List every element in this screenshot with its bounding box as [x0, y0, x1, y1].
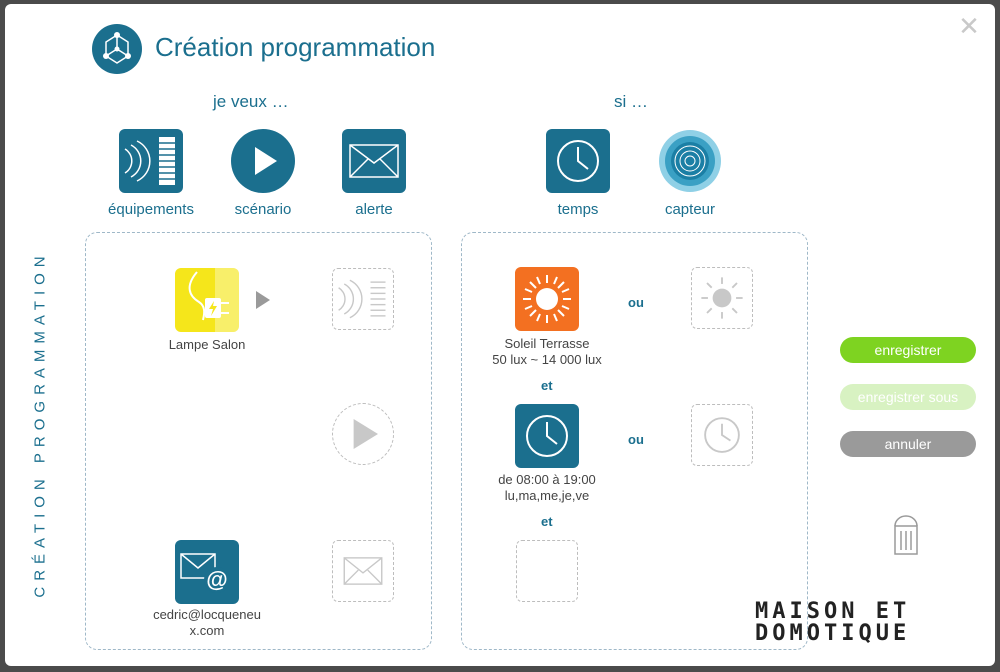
- actions-panel: Lampe Salon: [85, 232, 432, 650]
- email-at-icon[interactable]: @: [175, 540, 239, 604]
- dialog: ✕ Création programmation CRÉATION PROGRA…: [5, 4, 995, 666]
- category-label: équipements: [108, 201, 194, 218]
- sun-icon[interactable]: [515, 267, 579, 331]
- brand-logo: MAISON ET DOMOTIQUE: [755, 599, 911, 646]
- category-label: scénario: [234, 201, 292, 218]
- trash-icon[interactable]: [891, 514, 921, 556]
- save-as-button[interactable]: enregistrer sous: [840, 384, 976, 410]
- time-label: de 08:00 à 19:00 lu,ma,me,je,ve: [498, 472, 596, 503]
- dialog-title: Création programmation: [155, 32, 436, 62]
- time-placeholder[interactable]: [691, 404, 753, 466]
- category-sensor[interactable]: capteur: [635, 129, 745, 218]
- scenario-placeholder[interactable]: [332, 403, 394, 465]
- category-label: alerte: [355, 201, 393, 218]
- sensor-icon: [658, 129, 722, 193]
- alert-placeholder[interactable]: [332, 540, 394, 602]
- category-equipment[interactable]: équipements: [96, 129, 206, 218]
- clock-icon[interactable]: [515, 404, 579, 468]
- category-time[interactable]: temps: [523, 129, 633, 218]
- category-label: temps: [557, 201, 599, 218]
- category-scenario[interactable]: scénario: [208, 129, 318, 218]
- sensor-label: Soleil Terrasse 50 lux ~ 14 000 lux: [492, 336, 602, 367]
- and-label: et: [541, 514, 553, 529]
- conditions-panel: Soleil Terrasse 50 lux ~ 14 000 lux ou e…: [461, 232, 808, 650]
- vertical-label: CRÉATION PROGRAMMATION: [31, 250, 49, 598]
- equipment-icon: [119, 129, 183, 193]
- clock-icon: [546, 129, 610, 193]
- conditions-title: si …: [614, 92, 648, 111]
- equipment-label: Lampe Salon: [168, 337, 246, 352]
- category-label: capteur: [664, 201, 716, 218]
- empty-condition-placeholder[interactable]: [516, 540, 578, 602]
- close-icon[interactable]: ✕: [958, 11, 980, 41]
- actions-title: je veux …: [213, 92, 289, 111]
- arrow-right-icon: [256, 291, 270, 309]
- sensor-placeholder[interactable]: [691, 267, 753, 329]
- or-label: ou: [628, 432, 644, 447]
- svg-text:@: @: [206, 567, 227, 592]
- play-icon: [231, 129, 295, 193]
- plug-icon[interactable]: [175, 268, 239, 332]
- save-button[interactable]: enregistrer: [840, 337, 976, 363]
- envelope-icon: [342, 129, 406, 193]
- or-label: ou: [628, 295, 644, 310]
- and-label: et: [541, 378, 553, 393]
- alert-label: cedric@locqueneu x.com: [153, 607, 261, 638]
- category-alert[interactable]: alerte: [319, 129, 429, 218]
- equipment-placeholder[interactable]: [332, 268, 394, 330]
- logo-icon: [92, 24, 142, 74]
- cancel-button[interactable]: annuler: [840, 431, 976, 457]
